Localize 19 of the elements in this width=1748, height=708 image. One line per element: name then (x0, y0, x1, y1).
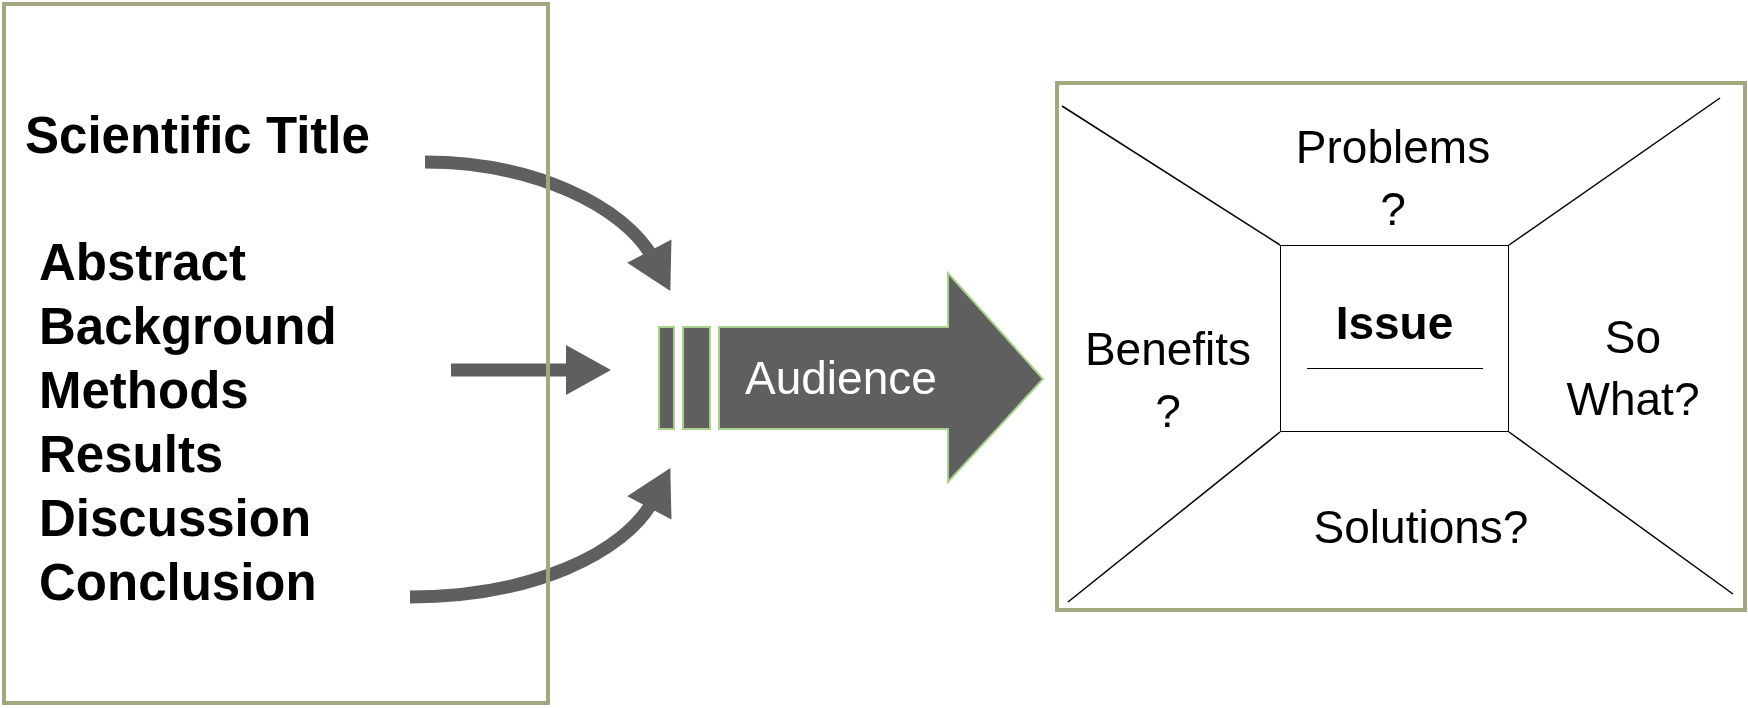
section-name: Background (39, 296, 337, 356)
issue-label: Issue (1334, 296, 1455, 350)
section-name: Methods (39, 360, 249, 420)
section-name: Results (39, 424, 224, 484)
arrow (451, 345, 611, 395)
arrow (409, 469, 673, 604)
section-title: Scientific Title (25, 105, 370, 165)
issue-box (1280, 245, 1509, 432)
quadrant-label: So What? (1565, 310, 1701, 427)
arrow-label: Audience (745, 351, 937, 405)
section-name: Conclusion (39, 552, 317, 612)
outline-box (2, 2, 550, 705)
quadrant-label: Solutions? (1313, 500, 1529, 555)
arrow (424, 155, 673, 290)
outline-box (1055, 81, 1747, 612)
section-name: Abstract (39, 232, 246, 292)
quadrant-label: Problems ? (1294, 120, 1492, 237)
section-name: Discussion (39, 488, 312, 548)
quadrant-label: Benefits ? (1083, 322, 1253, 439)
